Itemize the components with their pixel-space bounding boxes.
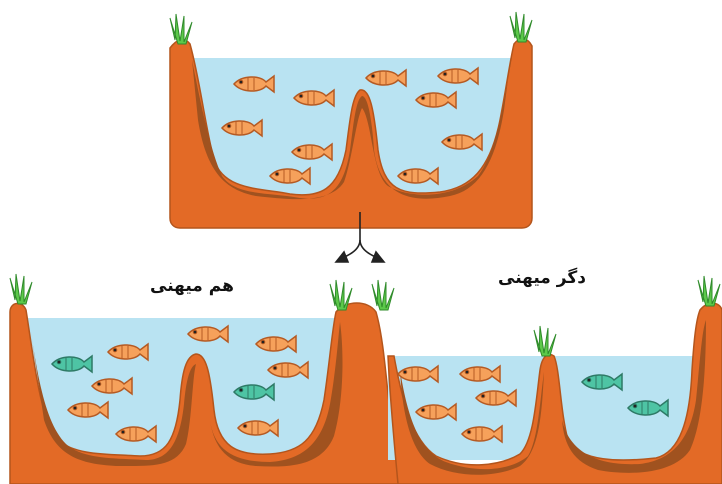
grass-tuft-icon [510,12,532,42]
grass-tuft-icon [698,276,720,306]
grass-tuft-icon [10,274,32,304]
original-pond [170,12,532,228]
sympatric-pond [10,274,400,484]
grass-tuft-icon [534,326,556,356]
allopatric-pond [388,276,722,484]
grass-tuft-icon [170,14,192,44]
sympatric-label: هم میهنی [150,276,234,296]
allopatric-label: دگر میهنی [498,268,586,288]
grass-tuft-icon [372,280,394,310]
